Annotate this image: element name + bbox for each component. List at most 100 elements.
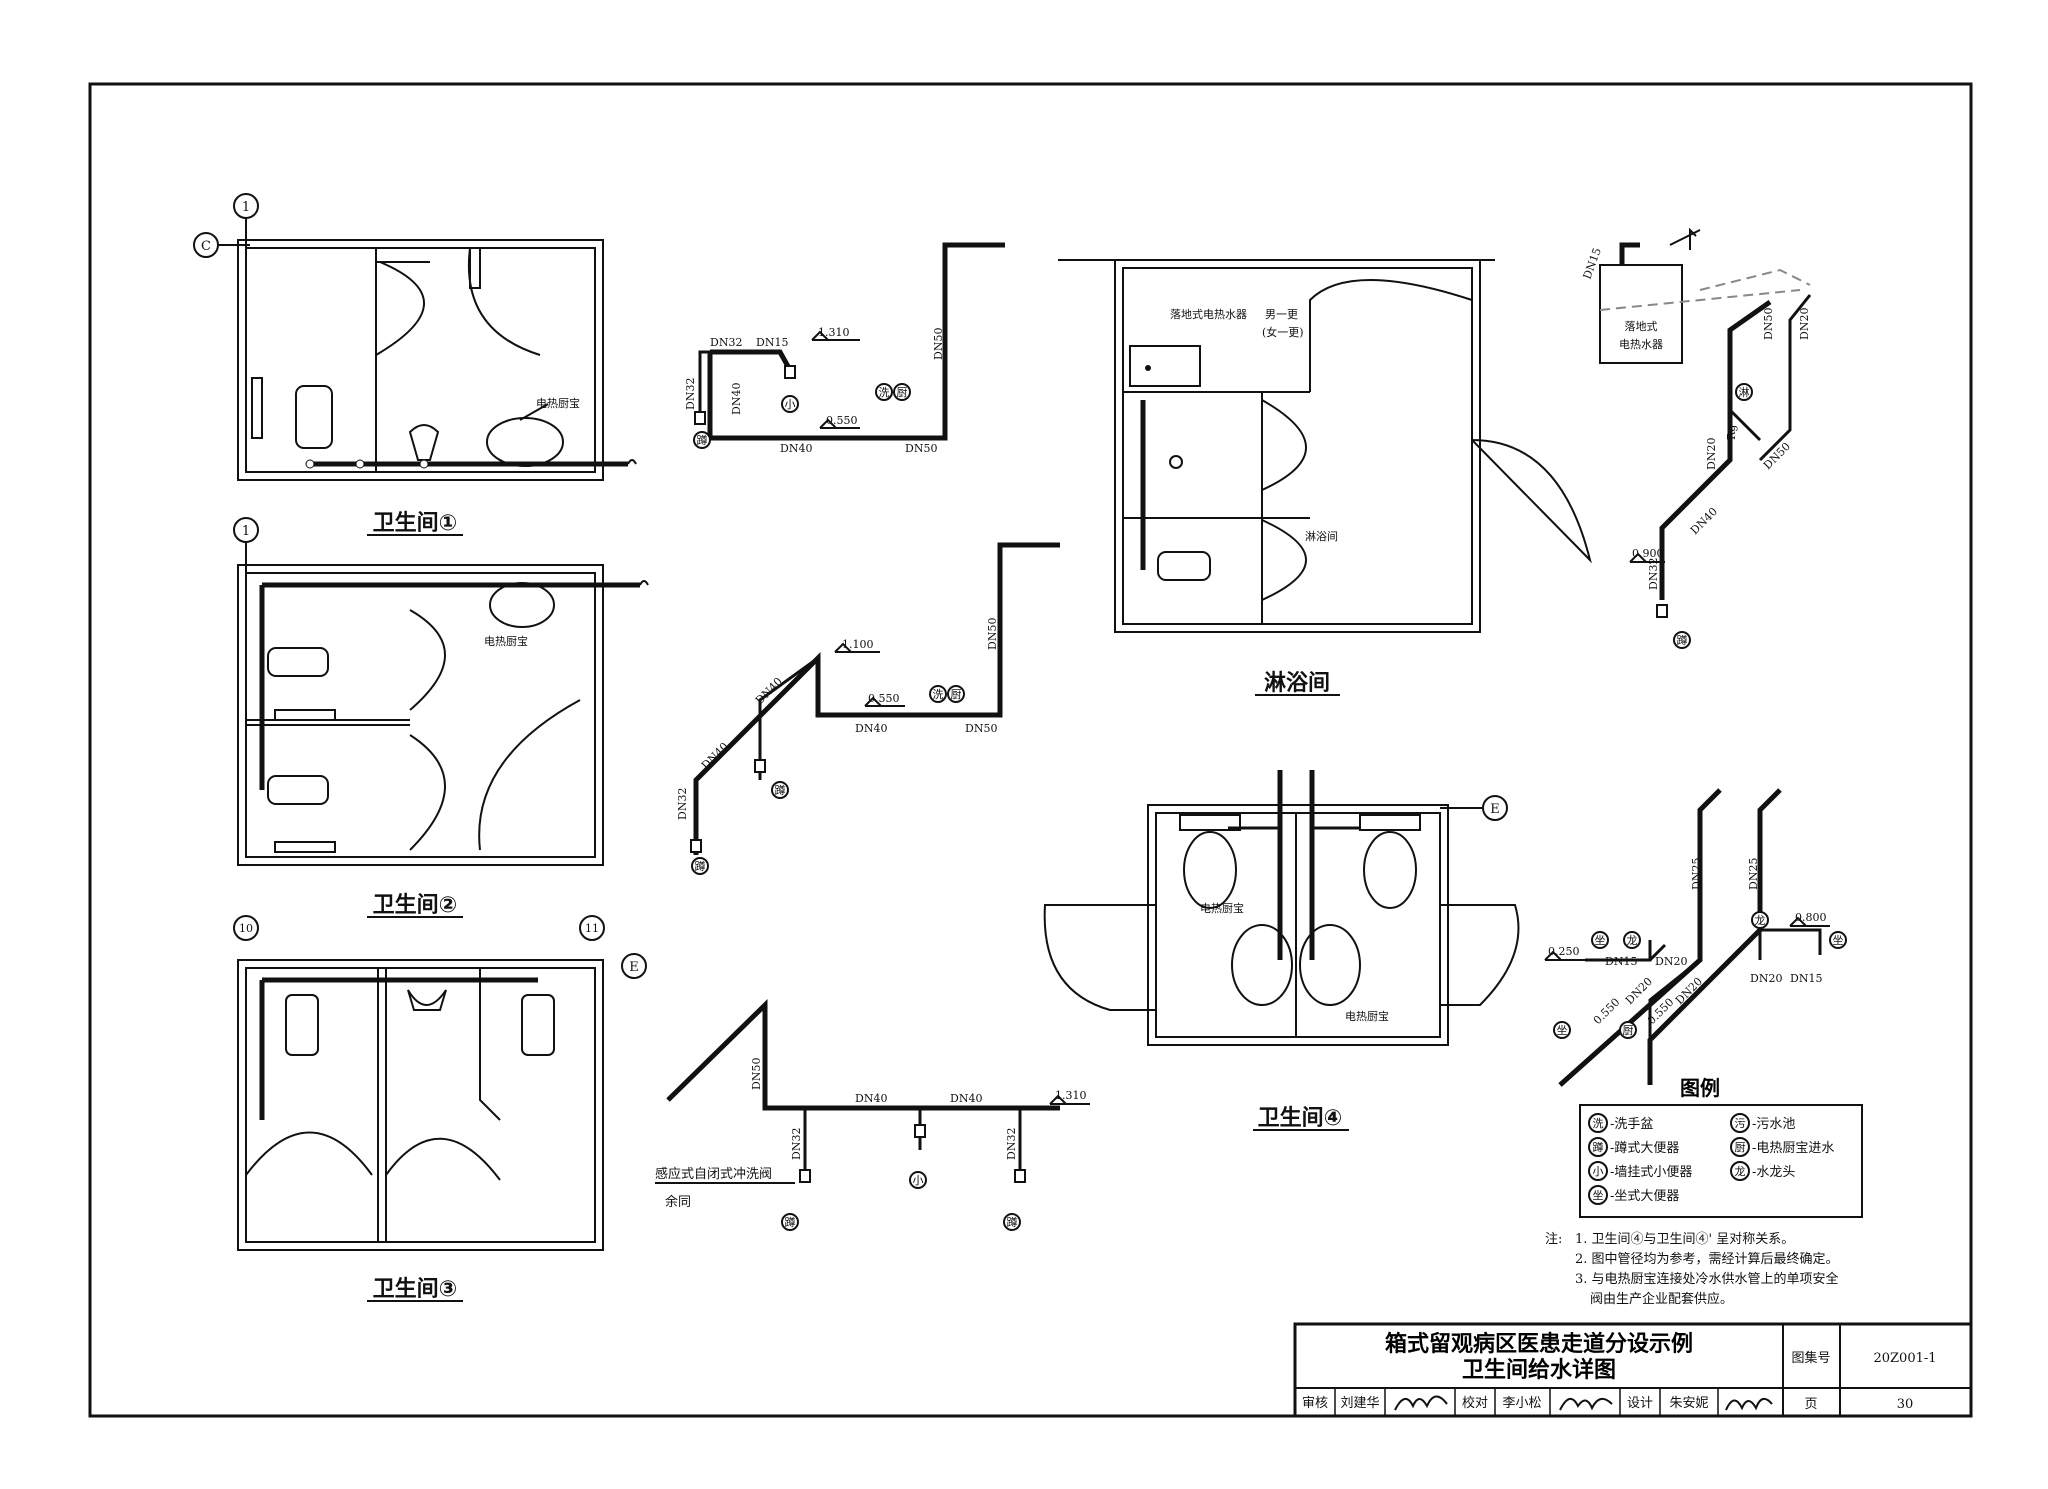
heater-label: 电热厨宝	[1200, 901, 1244, 915]
svg-text:龙: 龙	[1627, 934, 1638, 947]
plan-toilet-1: 1 C 电热厨宝 卫生间①	[193, 193, 637, 536]
svg-text:DN15: DN15	[1605, 955, 1637, 968]
svg-text:0.550: 0.550	[826, 414, 858, 427]
svg-text:小: 小	[1593, 1165, 1604, 1178]
svg-text:龙: 龙	[1755, 914, 1766, 927]
svg-text:小: 小	[785, 398, 796, 411]
squat-toilet-icon	[521, 994, 555, 1056]
svg-text:-水龙头: -水龙头	[1752, 1165, 1795, 1180]
toilet-seat-icon	[1363, 831, 1417, 909]
same-label: 余同	[665, 1194, 691, 1210]
supply-pipe	[707, 242, 1005, 441]
legend-item: 污 -污水池	[1730, 1113, 1795, 1133]
svg-text:DN25: DN25	[1747, 858, 1760, 890]
isometric-shower: 落地式 电热水器 淋 蹲 DN15 DN50 DN20 DN20 Rg DN50…	[1581, 227, 1812, 649]
svg-text:11: 11	[585, 922, 599, 935]
squat-toilet-icon	[295, 385, 333, 449]
svg-text:DN20: DN20	[1655, 955, 1687, 968]
axis-1-label: 1	[242, 200, 250, 215]
basin-icon	[1299, 924, 1361, 1006]
svg-text:1.100: 1.100	[842, 638, 874, 651]
isometric-diagram-4: 坐 龙 龙 坐 坐 厨 DN25 DN25 DN15 DN20 DN20 DN1…	[1544, 788, 1847, 1087]
legend-item: 洗 -洗手盆	[1588, 1113, 1653, 1133]
designer-signature	[1725, 1397, 1773, 1411]
heater-label: 电热厨宝	[1345, 1009, 1389, 1023]
svg-text:DN32: DN32	[790, 1128, 803, 1160]
svg-text:DN40: DN40	[780, 442, 812, 455]
svg-text:DN20: DN20	[1750, 972, 1782, 985]
svg-text:DN40: DN40	[753, 675, 785, 707]
checker-signature	[1559, 1397, 1613, 1411]
room-3-outline	[237, 959, 604, 1251]
svg-text:DN50: DN50	[965, 722, 997, 735]
svg-text:Rg: Rg	[1725, 425, 1738, 440]
svg-text:DN50: DN50	[986, 618, 999, 650]
room-2-caption: 卫生间②	[373, 893, 458, 918]
svg-text:DN40: DN40	[855, 722, 887, 735]
svg-text:0.900: 0.900	[1632, 547, 1664, 560]
svg-text:洗: 洗	[933, 688, 944, 701]
supply-pipe	[693, 542, 1060, 855]
axis-bubble-e	[621, 953, 647, 979]
svg-text:蹲: 蹲	[1593, 1140, 1604, 1154]
svg-text:0.800: 0.800	[1795, 911, 1827, 924]
legend-item: 坐 -坐式大便器	[1588, 1185, 1679, 1205]
notes: 注: 1. 卫生间④与卫生间④' 呈对称关系。 2. 图中管径均为参考，需经计算…	[1545, 1232, 1839, 1307]
isometric-diagram-1: 蹲 小 洗 厨 DN32 DN15 DN40 DN50 DN50 DN40 DN…	[684, 242, 1005, 455]
checker-name: 李小松	[1502, 1396, 1541, 1411]
svg-text:蹲: 蹲	[1677, 633, 1688, 647]
legend-item: 蹲 -蹲式大便器	[1588, 1137, 1679, 1157]
supply-pipe	[1659, 299, 1772, 600]
svg-text:-电热厨宝进水: -电热厨宝进水	[1752, 1141, 1834, 1156]
svg-text:DN40: DN40	[1688, 505, 1720, 537]
svg-text:厨: 厨	[951, 688, 962, 701]
squat-toilet-icon	[267, 647, 329, 677]
page-number: 30	[1897, 1397, 1914, 1412]
design-label: 设计	[1627, 1396, 1653, 1411]
svg-text:蹲: 蹲	[785, 1215, 796, 1229]
squat-toilet-icon	[267, 775, 329, 805]
svg-text:-坐式大便器: -坐式大便器	[1610, 1189, 1679, 1204]
drawing-subtitle: 卫生间给水详图	[1462, 1357, 1616, 1383]
svg-text:DN20: DN20	[1798, 308, 1811, 340]
urinal-icon	[407, 989, 447, 1011]
svg-text:DN32: DN32	[1647, 558, 1660, 590]
svg-text:DN25: DN25	[1690, 858, 1703, 890]
room-3-caption: 卫生间③	[373, 1277, 458, 1302]
svg-text:蹲: 蹲	[695, 859, 706, 873]
svg-text:0.550: 0.550	[868, 692, 900, 705]
legend-box	[1579, 1104, 1863, 1218]
heater-basin-icon	[489, 582, 555, 628]
svg-text:-墙挂式小便器: -墙挂式小便器	[1610, 1165, 1692, 1180]
svg-text:1.310: 1.310	[818, 326, 850, 339]
svg-text:坐: 坐	[1593, 1189, 1604, 1202]
svg-text:蹲: 蹲	[697, 433, 708, 447]
plan-toilet-4: E 电热厨宝 电热厨宝 卫生间④	[1043, 770, 1520, 1131]
squat-toilet-icon	[1157, 551, 1211, 581]
svg-text:DN40: DN40	[855, 1092, 887, 1105]
supply-pipe	[666, 999, 1060, 1111]
shower-room-label: 淋浴间	[1305, 530, 1338, 543]
svg-text:洗: 洗	[1593, 1117, 1604, 1130]
heater-label: 电热厨宝	[484, 634, 528, 648]
svg-text:E: E	[1490, 802, 1500, 817]
svg-text:DN50: DN50	[750, 1058, 763, 1090]
room-2-outline	[237, 564, 604, 866]
svg-text:1.310: 1.310	[1055, 1089, 1087, 1102]
legend-item: 厨 -电热厨宝进水	[1730, 1137, 1834, 1157]
svg-text:DN32: DN32	[710, 336, 742, 349]
heater-label: 电热厨宝	[536, 396, 580, 410]
svg-text:0.550: 0.550	[1591, 996, 1622, 1027]
basin-icon	[1231, 924, 1293, 1006]
legend-item: 龙 -水龙头	[1730, 1161, 1795, 1181]
svg-text:(女一更): (女一更)	[1262, 325, 1304, 339]
axis-bubble-11	[579, 915, 605, 941]
squat-toilet-icon	[285, 994, 319, 1056]
change-room-label: 男一更	[1265, 308, 1298, 321]
svg-text:小: 小	[913, 1174, 924, 1187]
legend-title: 图例	[1680, 1076, 1720, 1100]
plan-shower-room: 落地式电热水器 男一更 (女一更) 淋浴间 淋浴间	[1058, 259, 1592, 696]
water-heater-icon	[1129, 345, 1201, 387]
isometric-diagram-3: 蹲 小 蹲 DN40 DN40 DN50 DN32 DN32 1.310 感应式…	[655, 999, 1090, 1231]
